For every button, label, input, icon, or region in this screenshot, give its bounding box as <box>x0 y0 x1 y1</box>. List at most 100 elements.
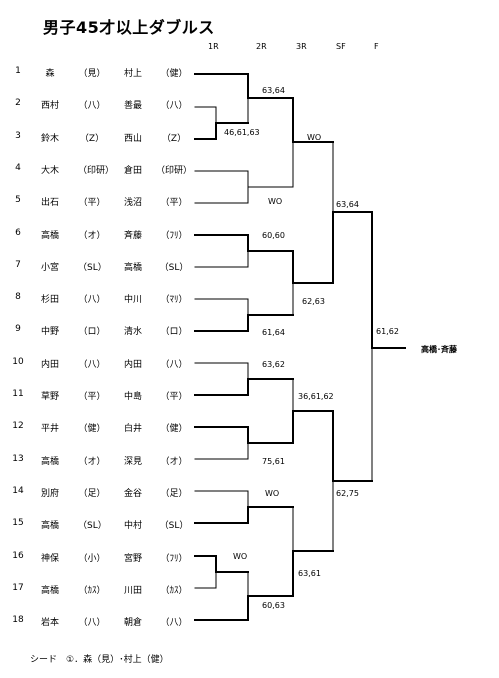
player2-name: 清水 <box>123 327 142 337</box>
bracket-line-r2-m8-win <box>194 595 294 621</box>
player1-club: （小） <box>78 554 106 564</box>
player2-name: 川田 <box>123 586 142 596</box>
player-number: 10 <box>12 357 24 367</box>
bracket-line-r2-m4 <box>194 298 249 332</box>
player-number: 14 <box>12 486 24 496</box>
player2-name: 中村 <box>123 521 142 531</box>
player1-name: 杉田 <box>40 295 59 305</box>
player-row: 15 高橋 （SL） 中村 （SL） <box>0 518 200 534</box>
player1-club: （足） <box>78 489 106 499</box>
score-r3-m1: WO <box>307 133 322 142</box>
player-number: 17 <box>12 583 24 593</box>
bracket-line-r2-m3 <box>194 234 249 268</box>
score-r1-m2: WO <box>233 552 248 561</box>
player1-name: 高橋 <box>40 231 59 241</box>
bracket-line-r2-m7 <box>194 490 249 524</box>
round-header-sf: SF <box>336 42 346 51</box>
player1-club: （SL） <box>78 521 107 531</box>
player2-name: 西山 <box>123 134 142 144</box>
player2-club: （健） <box>160 69 188 79</box>
bracket-line-sf-m1-win <box>332 211 373 284</box>
player1-name: 小宮 <box>40 263 59 273</box>
bracket-line-r3-m1-win <box>292 97 334 143</box>
player1-name: 出石 <box>40 198 59 208</box>
player-number: 6 <box>15 228 21 238</box>
player2-name: 浅沼 <box>123 198 142 208</box>
player2-club: （オ） <box>160 457 188 467</box>
player1-club: （ｶｽ） <box>78 586 106 596</box>
score-r3-m4: 63,61 <box>298 569 321 578</box>
bracket-line-r2-m6-win <box>194 426 294 444</box>
player-number: 2 <box>15 98 21 108</box>
player-number: 4 <box>15 163 21 173</box>
score-sf-m1: 63,64 <box>336 200 359 209</box>
player2-name: 斉藤 <box>123 231 142 241</box>
player-number: 15 <box>12 518 24 528</box>
player-number: 5 <box>15 195 21 205</box>
bracket-line-r2-m1 <box>194 73 249 124</box>
player2-club: （SL） <box>159 521 189 531</box>
score-r2-m5: 63,62 <box>262 360 285 369</box>
player2-name: 中川 <box>123 295 142 305</box>
player1-name: 森 <box>45 69 55 79</box>
player2-club: （八） <box>160 101 188 111</box>
bracket-line-r1-m1-win <box>194 122 249 140</box>
score-final: 61,62 <box>376 327 399 336</box>
player2-name: 中島 <box>123 392 142 402</box>
player1-club: （Z） <box>79 134 105 144</box>
winner-label: 高橋･斉藤 <box>421 345 457 354</box>
player1-name: 大木 <box>40 166 59 176</box>
player1-club: （平） <box>78 392 106 402</box>
player1-name: 神保 <box>40 554 59 564</box>
bracket-line-r2-m5-win <box>194 378 294 396</box>
player1-club: （八） <box>78 295 106 305</box>
score-r3-m3: 36,61,62 <box>298 392 334 401</box>
player2-name: 善最 <box>123 101 142 111</box>
player2-club: （SL） <box>159 263 189 273</box>
player-number: 16 <box>12 551 24 561</box>
player2-name: 倉田 <box>123 166 142 176</box>
player-number: 7 <box>15 260 21 270</box>
bracket-line-r3-m4-win <box>292 550 334 597</box>
player-number: 8 <box>15 292 21 302</box>
player2-club: （ロ） <box>160 327 188 337</box>
player2-name: 村上 <box>123 69 142 79</box>
player1-name: 別府 <box>40 489 59 499</box>
player1-name: 草野 <box>40 392 59 402</box>
round-header-3r: 3R <box>296 42 307 51</box>
score-r2-m6: 75,61 <box>262 457 285 466</box>
player-number: 12 <box>12 421 24 431</box>
player2-club: （ｶｽ） <box>160 586 188 596</box>
player2-club: （足） <box>160 489 188 499</box>
score-sf-m2: 62,75 <box>336 489 359 498</box>
player1-club: （健） <box>78 424 106 434</box>
player1-name: 高橋 <box>40 457 59 467</box>
bracket-line-r2-m8 <box>194 571 249 621</box>
bracket-line-r2-m7-win <box>194 506 294 524</box>
round-header-f: F <box>374 42 379 51</box>
score-r3-m2: 62,63 <box>302 297 325 306</box>
player-number: 11 <box>12 389 24 399</box>
score-r2-m2: WO <box>268 197 283 206</box>
player2-name: 朝倉 <box>123 618 142 628</box>
player2-club: （ﾏﾘ） <box>160 295 188 305</box>
player1-club: （印研） <box>78 166 115 176</box>
player1-name: 中野 <box>40 327 59 337</box>
player1-name: 岩本 <box>40 618 59 628</box>
player1-club: （八） <box>78 360 106 370</box>
player1-name: 高橋 <box>40 521 59 531</box>
player1-name: 西村 <box>40 101 59 111</box>
round-header-2r: 2R <box>256 42 267 51</box>
score-r2-m7: WO <box>265 489 280 498</box>
player1-club: （ロ） <box>78 327 106 337</box>
bracket-line-r3-m2-win <box>292 250 334 284</box>
player2-name: 高橋 <box>123 263 142 273</box>
player2-name: 宮野 <box>123 554 142 564</box>
